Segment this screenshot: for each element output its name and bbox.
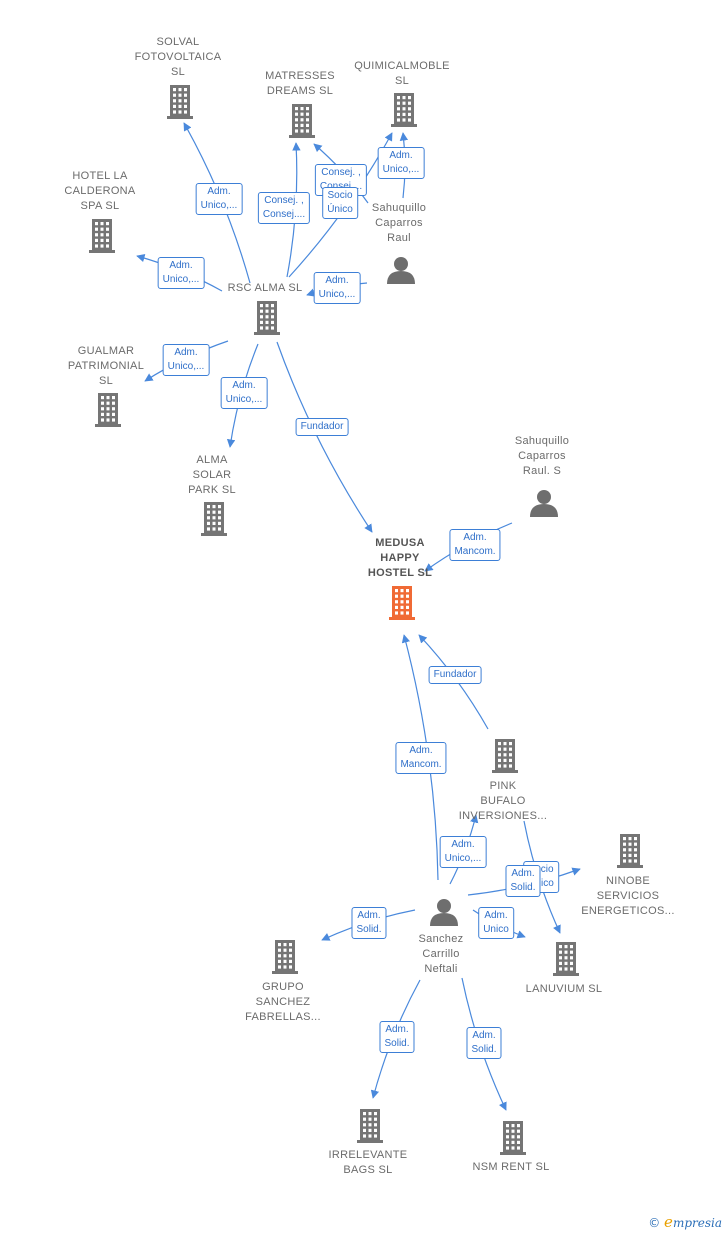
edge-label-sanchez-to-pink[interactable]: Adm. Unico,...	[439, 836, 487, 868]
edge-label-sanchez-to-lanuvium[interactable]: Adm. Unico	[478, 907, 514, 939]
building-icon-solval[interactable]	[167, 85, 193, 119]
edge-label-sahuquillo1-to-matresses[interactable]: Socio Único	[322, 187, 358, 219]
node-label-matresses[interactable]: MATRESSES DREAMS SL	[265, 70, 335, 97]
building-icon-matresses[interactable]	[289, 104, 315, 138]
empresia-brand[interactable]: © empresia	[648, 1213, 722, 1231]
node-label-alma[interactable]: ALMA SOLAR PARK SL	[188, 454, 236, 496]
copyright-icon: ©	[648, 1216, 661, 1230]
node-label-pink[interactable]: PINK BUFALO INVERSIONES...	[458, 780, 548, 822]
node-label-sahuquillo2[interactable]: Sahuquillo Caparros Raul. S	[514, 435, 570, 477]
edge-label-rsc-to-hotel[interactable]: Adm. Unico,...	[157, 257, 205, 289]
building-icon-grupo[interactable]	[272, 940, 298, 974]
brand-logo-initial: e	[664, 1213, 673, 1231]
building-icon-gualmar[interactable]	[95, 393, 121, 427]
edge-label-sanchez-to-irrelevante[interactable]: Adm. Solid.	[379, 1021, 415, 1053]
building-icon-medusa[interactable]	[389, 586, 415, 620]
node-label-hotel[interactable]: HOTEL LA CALDERONA SPA SL	[64, 170, 136, 212]
node-label-medusa[interactable]: MEDUSA HAPPY HOSTEL SL	[367, 537, 433, 579]
node-label-nsm[interactable]: NSM RENT SL	[472, 1161, 550, 1173]
building-icon-quimical[interactable]	[391, 93, 417, 127]
node-label-quimical[interactable]: QUIMICALMOBLE SL	[354, 60, 450, 87]
node-label-sahuquillo1[interactable]: Sahuquillo Caparros Raul	[371, 202, 427, 244]
building-icon-rsc[interactable]	[254, 301, 280, 335]
edge-label-pink-to-medusa[interactable]: Fundador	[428, 666, 482, 684]
node-label-grupo[interactable]: GRUPO SANCHEZ FABRELLAS...	[245, 981, 321, 1023]
building-icon-irrelevante[interactable]	[357, 1109, 383, 1143]
icons-layer	[89, 85, 643, 1155]
edge-label-rsc-to-solval[interactable]: Adm. Unico,...	[195, 183, 243, 215]
node-label-sanchez[interactable]: Sanchez Carrillo Neftali	[418, 933, 464, 975]
edge-label-sahuquillo1-to-quimical[interactable]: Adm. Unico,...	[377, 147, 425, 179]
person-icon-sahuquillo1[interactable]	[387, 257, 415, 284]
node-label-ninobe[interactable]: NINOBE SERVICIOS ENERGETICOS...	[581, 875, 675, 917]
building-icon-pink[interactable]	[492, 739, 518, 773]
building-icon-nsm[interactable]	[500, 1121, 526, 1155]
edge-label-sahuquillo1-to-rsc[interactable]: Adm. Unico,...	[313, 272, 361, 304]
node-label-gualmar[interactable]: GUALMAR PATRIMONIAL SL	[67, 345, 145, 387]
building-icon-ninobe[interactable]	[617, 834, 643, 868]
edge-label-sanchez-to-nsm[interactable]: Adm. Solid.	[466, 1027, 502, 1059]
edge-label-sanchez-to-medusa[interactable]: Adm. Mancom.	[395, 742, 447, 774]
edge-label-sanchez-to-grupo[interactable]: Adm. Solid.	[351, 907, 387, 939]
edge-rsc-to-medusa	[276, 341, 373, 533]
building-icon-hotel[interactable]	[89, 219, 115, 253]
node-label-lanuvium[interactable]: LANUVIUM SL	[525, 983, 603, 995]
brand-name: mpresia	[672, 1216, 722, 1230]
person-icon-sanchez[interactable]	[430, 899, 458, 926]
building-icon-alma[interactable]	[201, 502, 227, 536]
node-label-solval[interactable]: SOLVAL FOTOVOLTAICA SL	[134, 36, 222, 78]
edge-label-rsc-to-matresses[interactable]: Consej. , Consej....	[257, 192, 311, 224]
edge-label-rsc-to-alma[interactable]: Adm. Unico,...	[220, 377, 268, 409]
building-icon-lanuvium[interactable]	[553, 942, 579, 976]
person-icon-sahuquillo2[interactable]	[530, 490, 558, 517]
node-label-irrelevante[interactable]: IRRELEVANTE BAGS SL	[328, 1149, 408, 1176]
node-label-rsc[interactable]: RSC ALMA SL	[227, 282, 303, 294]
edge-label-rsc-to-medusa[interactable]: Fundador	[295, 418, 349, 436]
edge-label-rsc-to-gualmar[interactable]: Adm. Unico,...	[162, 344, 210, 376]
edge-label-sahuquillo2-to-medusa[interactable]: Adm. Mancom.	[449, 529, 501, 561]
edge-label-sanchez-to-ninobe[interactable]: Adm. Solid.	[505, 865, 541, 897]
